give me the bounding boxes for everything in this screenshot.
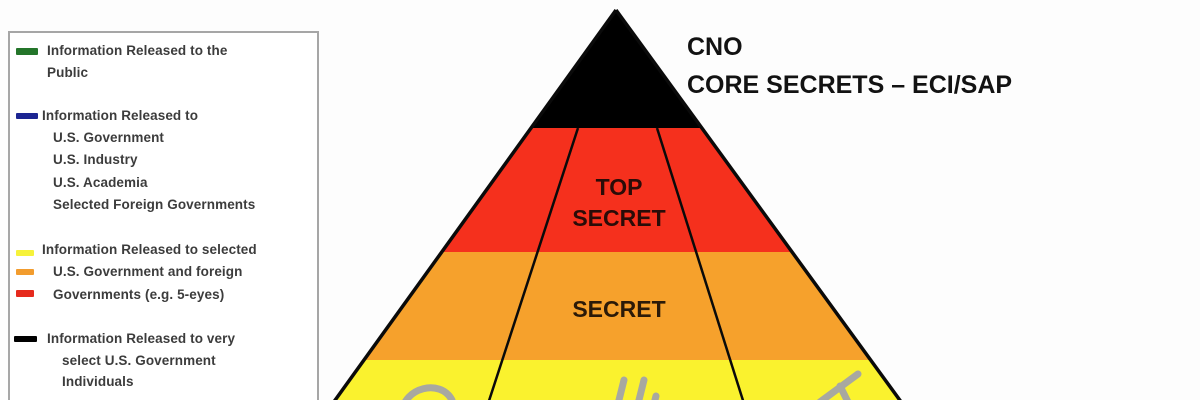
legend-text: Public — [47, 65, 89, 80]
legend-text: Information Released to selected — [42, 242, 257, 257]
core-tier-title-core-secrets: CORE SECRETS – ECI/SAP — [687, 71, 1013, 99]
legend-swatch-public — [16, 48, 38, 55]
legend-text: Individuals — [62, 374, 134, 389]
watermark-letter-h-stroke-3 — [651, 392, 660, 400]
legend-swatch-black — [14, 336, 37, 342]
legend-text: select U.S. Government — [62, 353, 216, 368]
tier-top-secret — [442, 128, 792, 252]
legend-swatch-red — [16, 290, 34, 297]
tier-label-secret: SECRET — [572, 296, 665, 322]
watermark-letter-o — [402, 384, 456, 400]
legend-text: Governments (e.g. 5-eyes) — [53, 287, 225, 302]
tier-secret — [364, 252, 871, 360]
divider-line-right — [655, 127, 745, 400]
legend-text: U.S. Academia — [53, 175, 148, 190]
watermark-letters — [402, 370, 862, 400]
legend-text: U.S. Government — [53, 130, 165, 145]
tier-label-top: TOP — [596, 174, 643, 200]
legend-swatch-orange — [16, 269, 34, 275]
tier-core-secrets — [531, 10, 702, 128]
legend-text: Information Released to very — [47, 331, 236, 346]
pyramid-edge-left — [333, 8, 618, 400]
legend-swatch-us-government-industry — [16, 113, 38, 119]
tier-label-secret-line2: SECRET — [572, 205, 665, 231]
divider-line-left — [487, 127, 580, 400]
legend-box — [8, 31, 319, 400]
watermark-letter-h-stroke-2 — [635, 376, 648, 400]
legend-swatch-yellow — [16, 250, 34, 256]
core-tier-title-cno: CNO — [687, 33, 743, 61]
watermark-letter-a — [817, 370, 862, 400]
tier-lower — [335, 360, 900, 400]
legend-text: Information Released to — [42, 108, 199, 123]
watermark-letter-h-stroke-1 — [615, 376, 628, 400]
legend-text: Information Released to the — [47, 43, 228, 58]
pyramid-edge-right — [614, 8, 902, 400]
legend-text: U.S. Industry — [53, 152, 138, 167]
legend-text: Selected Foreign Governments — [53, 197, 256, 212]
legend-text: U.S. Government and foreign — [53, 264, 243, 279]
